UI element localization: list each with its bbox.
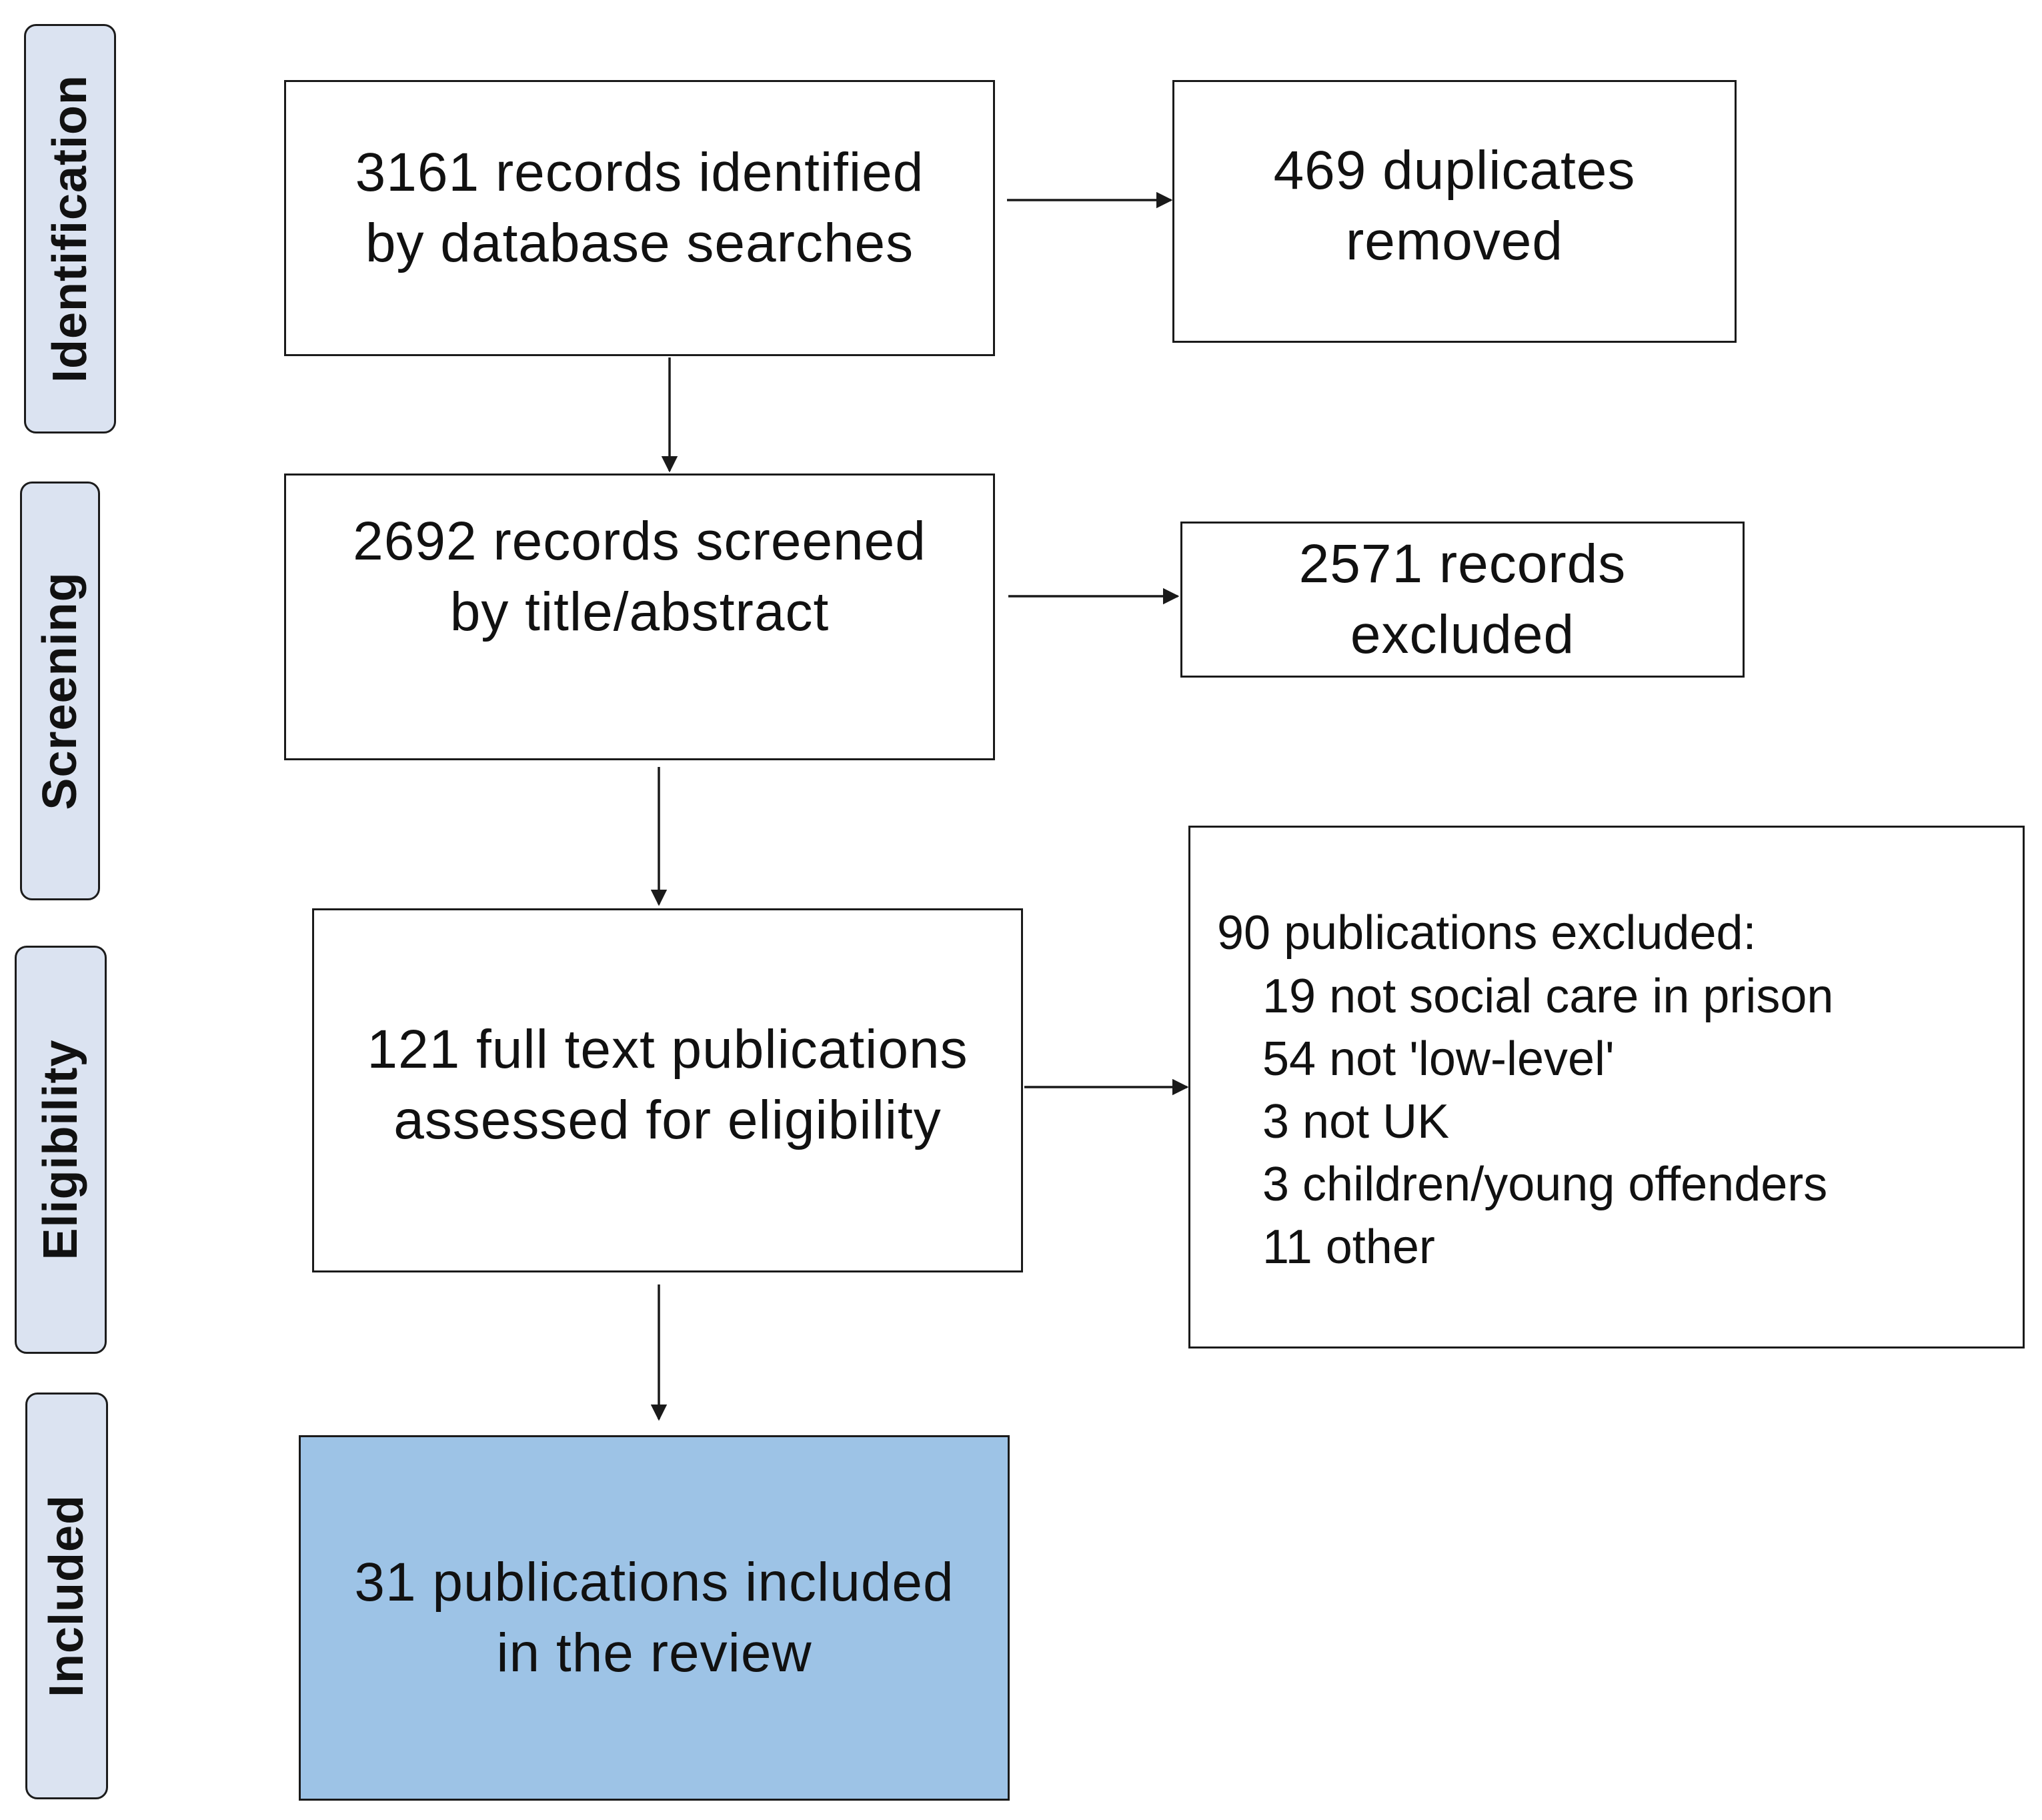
- records-identified-line-1: 3161 records identified: [355, 142, 924, 203]
- duplicates-removed-box: 469 duplicates removed: [1172, 80, 1737, 343]
- publications-included-line-2: in the review: [496, 1623, 812, 1683]
- stage-tab-screening: Screening: [20, 482, 100, 900]
- exclusion-reason-item: 19 not social care in prison: [1262, 970, 1834, 1023]
- full-text-assessed-box: 121 full text publications assessed for …: [312, 908, 1023, 1272]
- full-text-assessed-line-1: 121 full text publications: [367, 1019, 968, 1080]
- records-identified-line-2: by database searches: [365, 213, 914, 273]
- records-screened-line-1: 2692 records screened: [353, 511, 926, 572]
- duplicates-removed-line-2: removed: [1345, 211, 1564, 271]
- publications-included-text: 31 publications included in the review: [354, 1547, 954, 1689]
- publications-included-box: 31 publications included in the review: [299, 1435, 1010, 1801]
- records-excluded-line-2: excluded: [1350, 604, 1575, 665]
- full-text-assessed-text: 121 full text publications assessed for …: [367, 1014, 968, 1156]
- exclusion-reasons-list: 19 not social care in prison 54 not 'low…: [1262, 965, 1833, 1278]
- duplicates-removed-text: 469 duplicates removed: [1274, 135, 1636, 277]
- exclusion-reason-item: 11 other: [1262, 1220, 1435, 1274]
- stage-tab-identification: Identification: [24, 24, 116, 433]
- publications-excluded-box: 90 publications excluded: 19 not social …: [1188, 826, 2025, 1348]
- records-screened-line-2: by title/abstract: [449, 582, 830, 642]
- records-screened-box: 2692 records screened by title/abstract: [284, 474, 995, 760]
- publications-included-line-1: 31 publications included: [354, 1552, 954, 1613]
- exclusion-reason-item: 54 not 'low-level': [1262, 1032, 1615, 1086]
- records-identified-box: 3161 records identified by database sear…: [284, 80, 995, 356]
- stage-tab-eligibility: Eligibility: [15, 946, 107, 1354]
- records-excluded-text: 2571 records excluded: [1299, 529, 1627, 670]
- full-text-assessed-line-2: assessed for eligibility: [393, 1090, 942, 1150]
- publications-excluded-heading: 90 publications excluded:: [1217, 906, 1757, 960]
- exclusion-reason-item: 3 children/young offenders: [1262, 1158, 1828, 1211]
- duplicates-removed-line-1: 469 duplicates: [1273, 140, 1636, 201]
- exclusion-reason-item: 3 not UK: [1262, 1095, 1450, 1148]
- records-excluded-box: 2571 records excluded: [1180, 522, 1745, 678]
- records-screened-text: 2692 records screened by title/abstract: [353, 506, 926, 648]
- records-identified-text: 3161 records identified by database sear…: [355, 137, 924, 279]
- stage-tab-included: Included: [25, 1393, 108, 1799]
- records-excluded-line-1: 2571 records: [1298, 534, 1627, 594]
